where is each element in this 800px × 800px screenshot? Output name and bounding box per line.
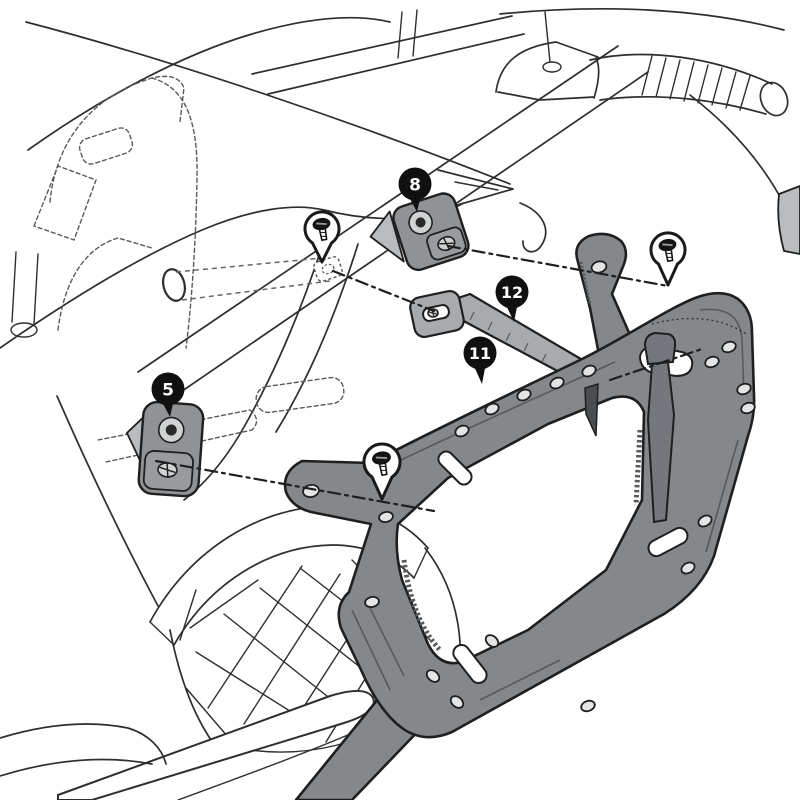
tail-tip (437, 169, 514, 209)
upper-mounting-bracket (369, 192, 470, 272)
handle-hatching (641, 55, 751, 111)
rack-foot-wedge (777, 185, 800, 255)
cowl-lower-edge-1 (183, 213, 333, 501)
exhaust-lines (0, 723, 167, 777)
slot-bottom-left (452, 643, 488, 685)
callout-12: 12 (495, 275, 529, 322)
assembly-lines (154, 244, 704, 513)
grab-handle (495, 41, 789, 117)
callout-8-label: 8 (409, 176, 421, 196)
chamfer-hatching (401, 559, 442, 652)
callout-11-label: 11 (469, 344, 491, 363)
pan-head-screw-icon (658, 238, 677, 263)
strap-hatching (469, 311, 547, 363)
carrier-plate (283, 291, 756, 739)
pan-head-screw-icon (372, 451, 391, 477)
seat-bottom-curve (0, 206, 325, 349)
cowl-lower-edge-2 (275, 243, 359, 433)
hook-bar (643, 331, 677, 524)
assembly-line-keyhole (608, 347, 704, 382)
slot-right (647, 526, 689, 558)
seat-top-curve (27, 16, 391, 151)
assembly-line-upper (446, 244, 670, 288)
callout-5: 5 (151, 372, 185, 417)
left-mounting-bracket (126, 400, 205, 498)
side-panel-edge (56, 395, 159, 607)
assembly-line-tube-to-strap (331, 269, 436, 313)
pointed-hook (584, 382, 599, 437)
screw-balloon-center (362, 442, 402, 501)
callout-8: 8 (398, 167, 432, 212)
callout-12-label: 12 (501, 283, 523, 302)
screw-balloon-upper (303, 210, 341, 264)
pan-head-screw-icon (312, 217, 331, 242)
motorcycle-line-art (0, 7, 800, 800)
slot-upper-left (437, 450, 473, 486)
cable-hook (519, 202, 547, 253)
support-strap (409, 289, 588, 384)
upper-support-arm (575, 232, 636, 362)
tail-tip-line (454, 181, 499, 191)
swingarm (0, 690, 383, 800)
callout-11: 11 (463, 336, 497, 384)
assembly-line-lower (154, 459, 436, 513)
rack-rear-rail (689, 94, 787, 209)
screw-balloon-right (649, 231, 687, 287)
wheel-spokes (185, 559, 431, 745)
hidden-panel-lines (33, 75, 345, 463)
plate-holes (302, 340, 756, 713)
callout-5-label: 5 (162, 381, 174, 401)
